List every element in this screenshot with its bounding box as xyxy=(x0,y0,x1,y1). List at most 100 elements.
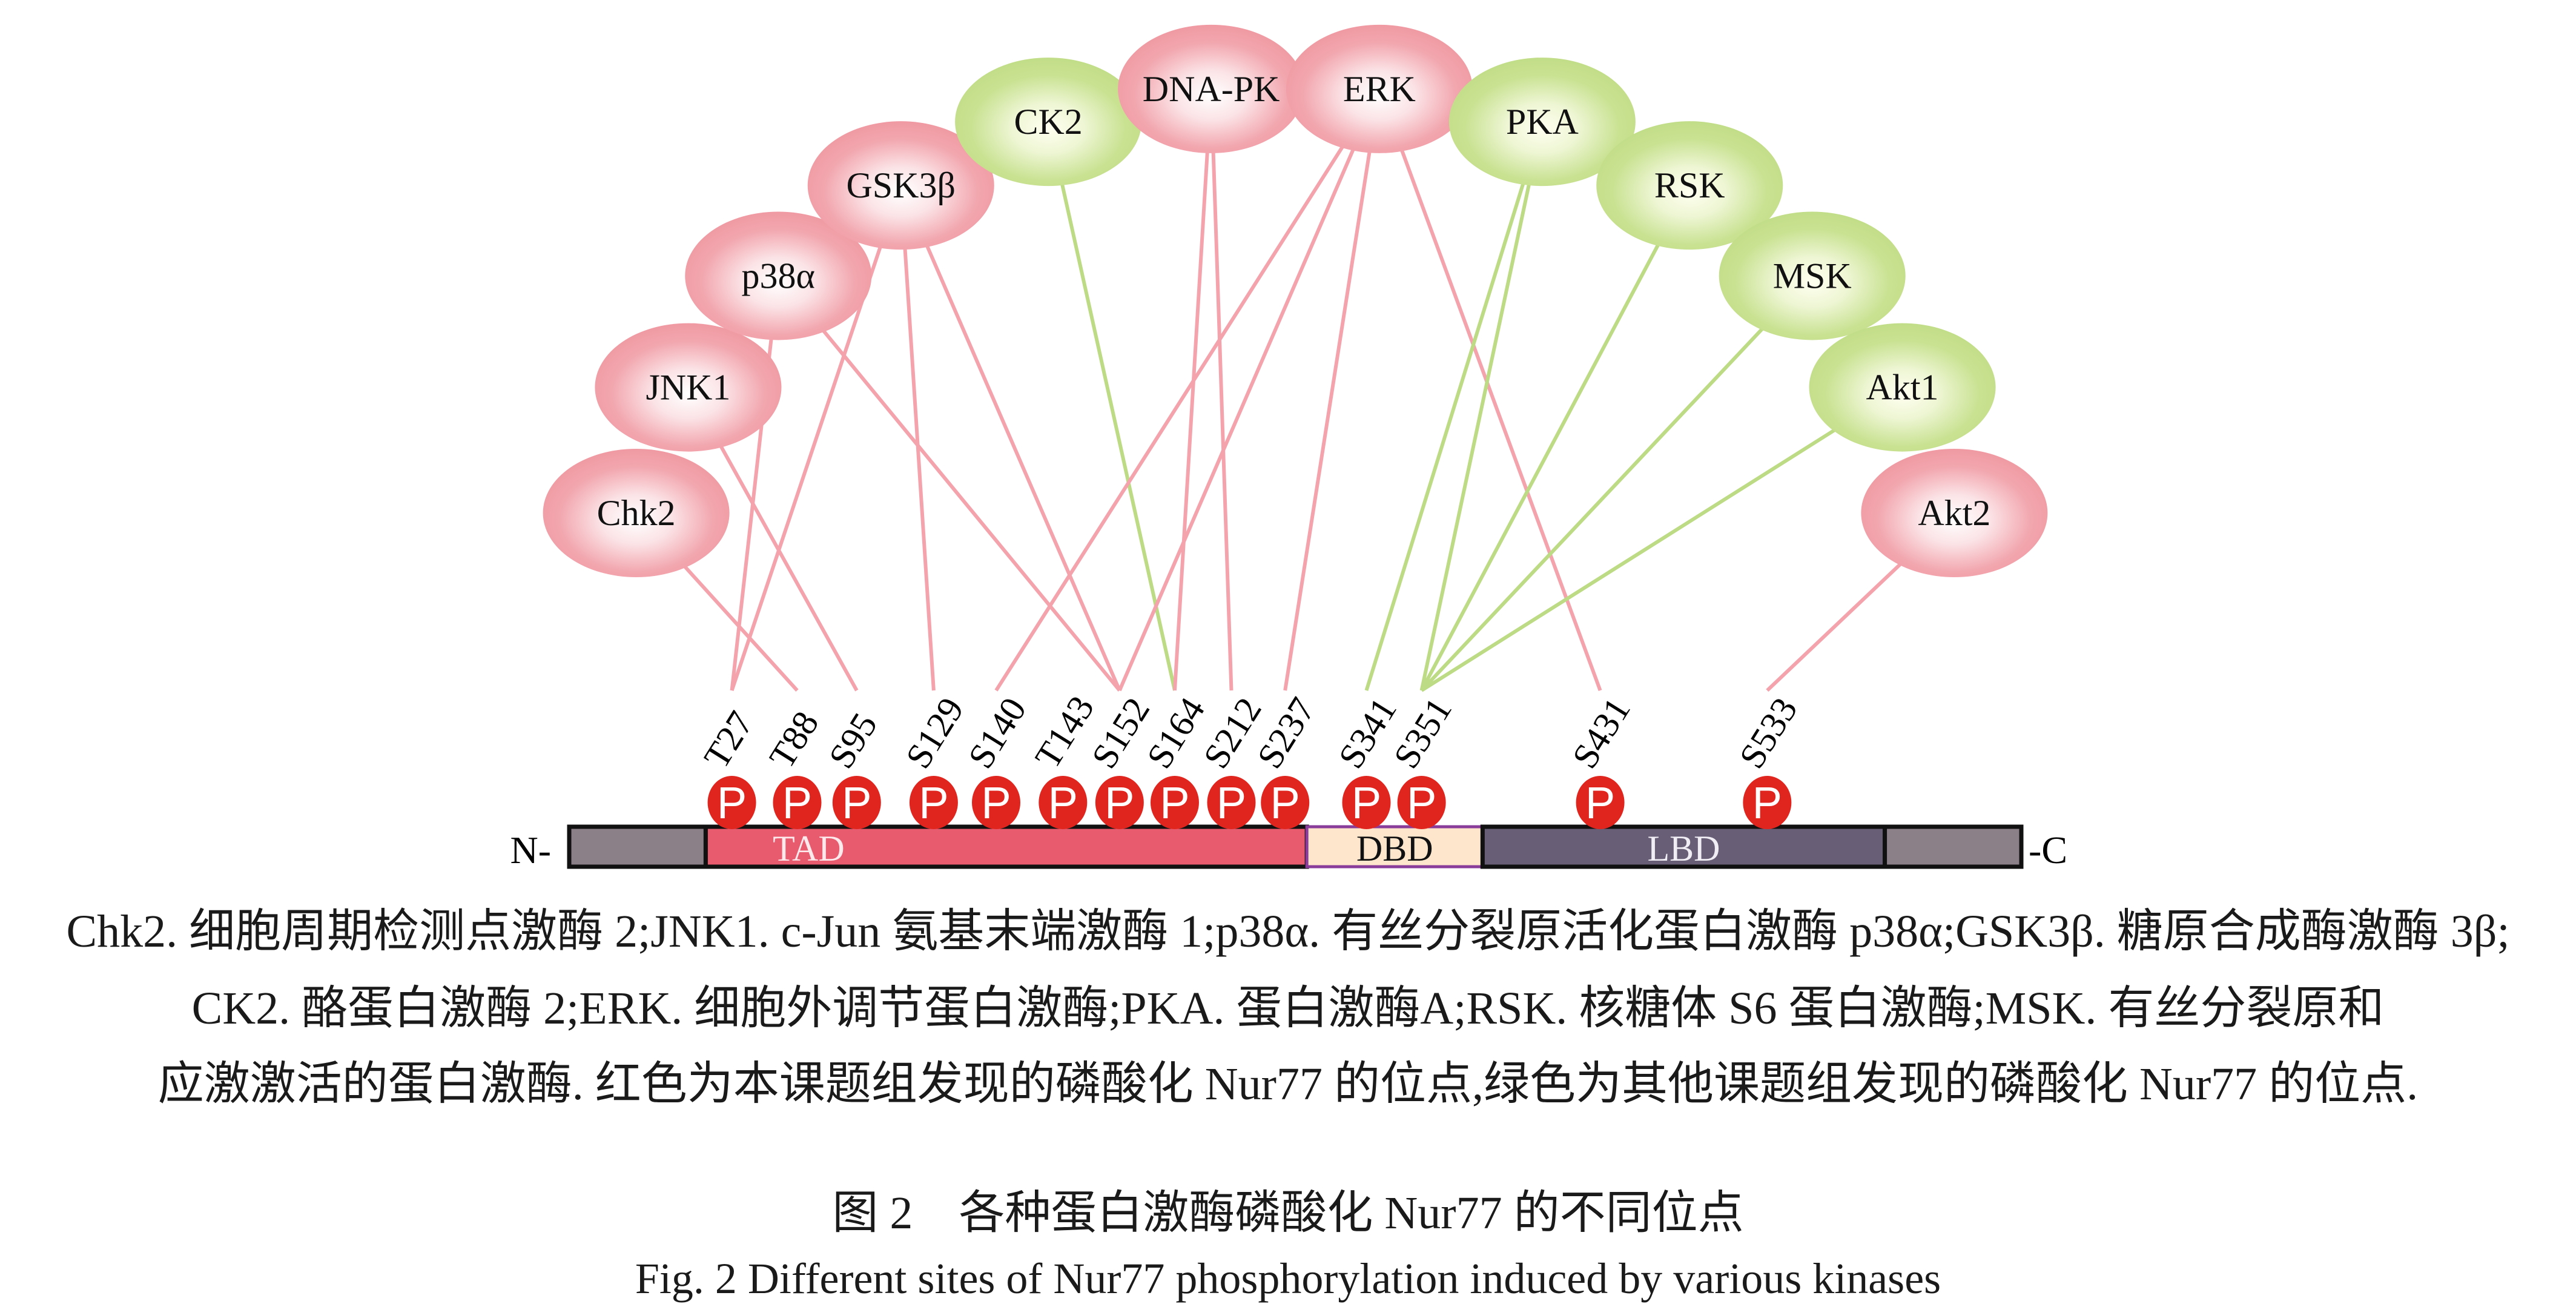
kinase-node: JNK1 xyxy=(595,323,782,452)
link-gsk3β-s129 xyxy=(903,245,936,691)
legend-line-2: CK2. 酪蛋白激酶 2;ERK. 细胞外调节蛋白激酶;PKA. 蛋白激酶A;R… xyxy=(191,983,2385,1034)
phosphate-symbol: P xyxy=(1105,778,1134,828)
site-label: T143 xyxy=(1027,689,1101,775)
domain-label: LBD xyxy=(1647,829,1720,869)
link-pka-s351 xyxy=(1419,181,1531,691)
site-label: S129 xyxy=(898,690,971,775)
legend-line-3: 应激激活的蛋白激酶. 红色为本课题组发现的磷酸化 Nur77 的位点,绿色为其他… xyxy=(157,1059,2419,1110)
site-label: S351 xyxy=(1386,690,1459,775)
phosphate-icon xyxy=(832,776,881,829)
kinase-node: Chk2 xyxy=(543,448,730,577)
link-akt1-s351 xyxy=(1421,427,1838,692)
phosphate-icon xyxy=(1207,776,1256,829)
link-jnk1-s95 xyxy=(718,443,859,692)
link-gsk3β-t27 xyxy=(730,243,883,691)
link-dna-pk-s164 xyxy=(1172,149,1210,691)
link-msk-s351 xyxy=(1420,326,1766,692)
phosphate-symbol: P xyxy=(1752,778,1782,828)
kinase-label: GSK3β xyxy=(846,165,956,205)
link-rsk-s351 xyxy=(1419,242,1661,692)
kinase-bubble xyxy=(685,211,872,340)
kinase-label: PKA xyxy=(1506,102,1579,142)
figure-caption-english: Fig. 2 Different sites of Nur77 phosphor… xyxy=(635,1254,1941,1303)
kinase-label: p38α xyxy=(742,256,815,296)
phosphate-icon xyxy=(1342,776,1391,829)
link-p38α-s152 xyxy=(821,328,1121,692)
phosphate-icon xyxy=(707,776,756,829)
kinase-node: Akt2 xyxy=(1861,448,2048,577)
site-label: S237 xyxy=(1249,690,1323,775)
c-terminus-label: -C xyxy=(2029,829,2067,872)
phosphate-symbol: P xyxy=(919,778,948,828)
kinase-bubble xyxy=(1448,58,1636,187)
kinase-node: DNA-PK xyxy=(1118,24,1305,153)
phosphate-symbol: P xyxy=(1407,778,1436,828)
phosphorylation-sites: PT27PT88PS95PS129PS140PT143PS152PS164PS2… xyxy=(696,689,1805,829)
n-terminus-label: N- xyxy=(510,829,551,872)
phosphate-symbol: P xyxy=(1048,778,1078,828)
site-label: T27 xyxy=(696,704,761,775)
kinase-label: Chk2 xyxy=(597,493,676,533)
phosphate-symbol: P xyxy=(1160,778,1189,828)
kinase-node: p38α xyxy=(685,211,872,340)
site-label: S212 xyxy=(1196,690,1269,775)
kinase-label: ERK xyxy=(1343,69,1416,109)
domain-dbd xyxy=(1305,825,1484,869)
domain-label: TAD xyxy=(773,829,845,869)
site-label: S140 xyxy=(960,690,1034,775)
kinase-bubble xyxy=(1861,448,2048,577)
legend-line-1: Chk2. 细胞周期检测点激酶 2;JNK1. c-Jun 氨基末端激酶 1;p… xyxy=(66,906,2510,957)
phosphate-symbol: P xyxy=(1217,778,1246,828)
phosphate-icon xyxy=(773,776,822,829)
link-erk-s140 xyxy=(994,144,1346,692)
kinase-label: RSK xyxy=(1654,165,1725,205)
phosphate-symbol: P xyxy=(981,778,1011,828)
kinase-label: JNK1 xyxy=(646,368,730,408)
site-label: S164 xyxy=(1139,690,1212,775)
phosphate-symbol: P xyxy=(717,778,747,828)
phosphate-icon xyxy=(1261,776,1310,829)
phosphate-icon xyxy=(972,776,1021,829)
phosphate-icon xyxy=(1039,776,1088,829)
phosphate-icon xyxy=(1576,776,1625,829)
kinase-bubble xyxy=(1286,24,1473,153)
phosphate-symbol: P xyxy=(1270,778,1300,828)
kinase-label: Akt1 xyxy=(1866,368,1939,408)
phosphate-symbol: P xyxy=(842,778,871,828)
kinase-label: MSK xyxy=(1773,256,1852,296)
kinase-site-links xyxy=(682,144,1904,692)
kinase-node: GSK3β xyxy=(807,121,994,250)
site-label: S533 xyxy=(1731,690,1805,775)
kinase-node: MSK xyxy=(1719,211,1906,340)
kinase-bubble xyxy=(1118,24,1305,153)
domain-n-terminal xyxy=(567,824,708,869)
kinase-node: Akt1 xyxy=(1809,323,1996,452)
kinase-bubble xyxy=(807,121,994,250)
kinase-bubble xyxy=(543,448,730,577)
phosphate-icon xyxy=(1397,776,1446,829)
kinase-bubble xyxy=(955,58,1142,187)
kinase-node: RSK xyxy=(1596,121,1783,250)
site-label: S431 xyxy=(1565,690,1638,775)
phosphate-icon xyxy=(909,776,958,829)
link-pka-s341 xyxy=(1364,180,1526,691)
kinase-node: PKA xyxy=(1448,58,1636,187)
phosphate-symbol: P xyxy=(782,778,812,828)
phosphate-symbol: P xyxy=(1585,778,1615,828)
kinase-node: ERK xyxy=(1286,24,1473,153)
kinase-bubble xyxy=(1719,211,1906,340)
phosphate-icon xyxy=(1743,776,1792,829)
kinase-bubble xyxy=(1596,121,1783,250)
link-erk-s237 xyxy=(1283,148,1372,691)
site-label: S95 xyxy=(821,706,885,775)
figure-caption-chinese: 图 2 各种蛋白激酶磷酸化 Nur77 的不同位点 xyxy=(832,1188,1744,1239)
